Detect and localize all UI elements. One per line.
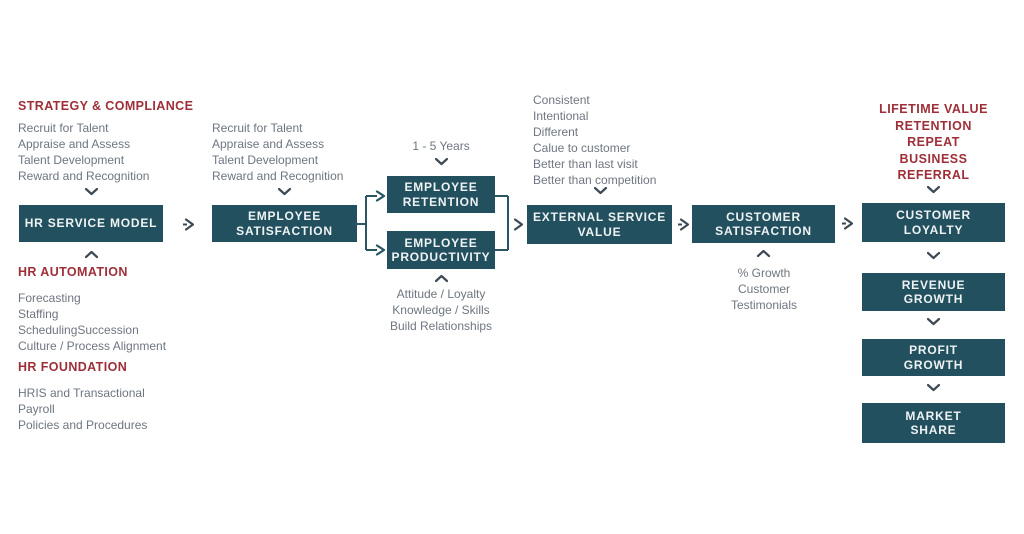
strategy-list: Recruit for Talent Appraise and Assess T… [18, 121, 149, 185]
list-item: Intentional [533, 108, 589, 123]
merge-connector [495, 189, 511, 261]
list-item: Attitude / Loyalty [396, 287, 486, 301]
list-item: Testimonials [730, 297, 798, 312]
market-share-box: MARKET SHARE [862, 403, 1005, 443]
list-item: Recruit for Talent [212, 121, 303, 135]
list-item: RETENTION [895, 118, 972, 133]
revenue-growth-box: REVENUE GROWTH [862, 273, 1005, 311]
list-item: Better than last visit [533, 156, 638, 171]
list-item: Reward and Recognition [18, 168, 150, 183]
list-item: HRIS and Transactional [18, 386, 145, 400]
external-list: Consistent Intentional Different Calue t… [533, 93, 656, 188]
list-item: Culture / Process Alignment [18, 338, 167, 353]
split-connector [351, 189, 389, 261]
list-item: Talent Development [18, 152, 125, 167]
chevron-down-icon [926, 251, 941, 260]
list-item: Better than competition [533, 172, 657, 187]
employee-productivity-box: EMPLOYEE PRODUCTIVITY [387, 231, 495, 269]
hr-service-model-box: HR SERVICE MODEL [19, 205, 163, 242]
list-item: REFERRAL [897, 168, 970, 183]
chevron-down-icon [277, 187, 292, 196]
list-item: % Growth [737, 266, 791, 280]
list-item: Payroll [18, 401, 55, 416]
customer-satisfaction-box: CUSTOMER SATISFACTION [692, 205, 835, 243]
productivity-list: Attitude / Loyalty Knowledge / Skills Bu… [371, 287, 511, 335]
arrow-right-icon [841, 216, 855, 231]
list-item: Policies and Procedures [18, 417, 148, 432]
chevron-up-icon [84, 250, 99, 259]
chevron-down-icon [926, 383, 941, 392]
satisfaction-list: Recruit for Talent Appraise and Assess T… [212, 121, 343, 185]
list-item: Staffing [18, 306, 59, 321]
foundation-list: HRIS and Transactional Payroll Policies … [18, 386, 147, 434]
employee-retention-box: EMPLOYEE RETENTION [387, 176, 495, 213]
employee-satisfaction-box: EMPLOYEE SATISFACTION [212, 205, 357, 242]
list-item: Knowledge / Skills [392, 302, 490, 317]
chevron-down-icon [84, 187, 99, 196]
strategy-compliance-heading: STRATEGY & COMPLIANCE [18, 99, 194, 113]
hr-automation-heading: HR AUTOMATION [18, 265, 128, 279]
chevron-down-icon [593, 186, 608, 195]
list-item: REPEAT [907, 135, 960, 150]
chevron-down-icon [926, 317, 941, 326]
list-item: Recruit for Talent [18, 121, 109, 135]
customer-list: % Growth Customer Testimonials [694, 266, 834, 314]
list-item: Calue to customer [533, 140, 631, 155]
list-item: Different [533, 124, 579, 139]
chevron-down-icon [926, 185, 941, 194]
external-service-value-box: EXTERNAL SERVICE VALUE [527, 205, 672, 244]
list-item: Reward and Recognition [212, 168, 344, 183]
list-item: SchedulingSuccession [18, 322, 139, 337]
list-item: LIFETIME VALUE [879, 102, 988, 116]
automation-list: Forecasting Staffing SchedulingSuccessio… [18, 291, 166, 355]
hr-foundation-heading: HR FOUNDATION [18, 360, 128, 374]
chevron-up-icon [434, 274, 449, 283]
list-item: BUSINESS [899, 151, 968, 166]
retention-note: 1 - 5 Years [412, 139, 470, 153]
chevron-down-icon [434, 157, 449, 166]
chevron-up-icon [756, 249, 771, 258]
list-item: Talent Development [212, 152, 319, 167]
profit-growth-box: PROFIT GROWTH [862, 339, 1005, 376]
list-item: Build Relationships [389, 318, 493, 333]
customer-loyalty-box: CUSTOMER LOYALTY [862, 203, 1005, 242]
loyalty-drivers: LIFETIME VALUE RETENTION REPEAT BUSINESS… [862, 101, 1005, 184]
list-item: Appraise and Assess [18, 136, 131, 151]
list-item: Forecasting [18, 291, 81, 305]
list-item: Consistent [533, 93, 590, 107]
list-item: Appraise and Assess [212, 136, 325, 151]
arrow-right-icon [512, 217, 526, 232]
list-item: Customer [737, 281, 790, 296]
arrow-right-icon [182, 217, 196, 232]
arrow-right-icon [677, 217, 691, 232]
